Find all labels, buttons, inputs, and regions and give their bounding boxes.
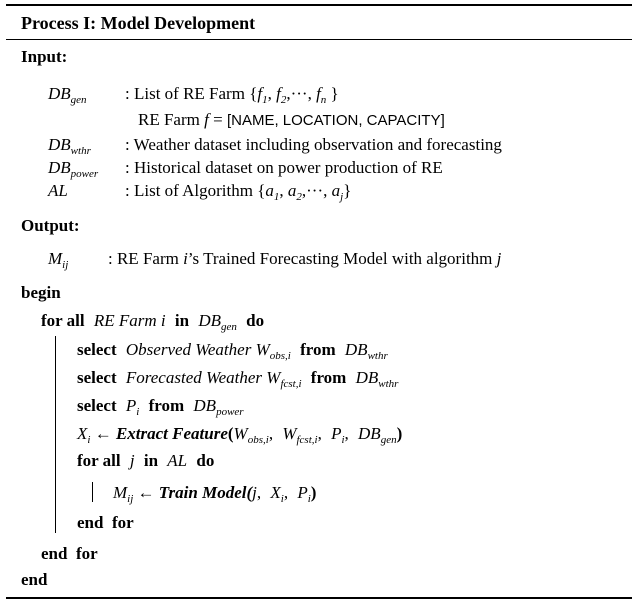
output-label: Output: (21, 216, 80, 235)
input-al-desc: : List of Algorithm {a1, a2,···, aj} (125, 181, 352, 203)
select-power-line: select Pi from DBpower (77, 396, 244, 418)
input-label: Input: (21, 47, 68, 66)
begin-keyword: begin (21, 283, 61, 302)
outer-loop-bar (55, 336, 56, 533)
input-db-power-desc: : Historical dataset on power production… (125, 158, 443, 177)
input-db-wthr-desc: : Weather dataset including observation … (125, 135, 502, 154)
inner-loop-bar (92, 482, 93, 502)
input-db-wthr: DBwthr (48, 135, 91, 157)
inner-for-line: for all j in AL do (77, 451, 215, 470)
input-al: AL (48, 181, 68, 200)
output-desc: : RE Farm i’s Trained Forecasting Model … (108, 249, 502, 268)
input-db-gen-desc: : List of RE Farm {f1, f2,···, fn } (125, 84, 339, 106)
bottom-rule (6, 597, 632, 599)
inner-end-for: end for (77, 513, 134, 532)
select-observed-line: select Observed Weather Wobs,i from DBwt… (77, 340, 388, 362)
title-rule (6, 39, 632, 40)
top-rule (6, 4, 632, 6)
extract-feature-line: Xi ← Extract Feature(Wobs,i, Wfcst,i, Pi… (77, 424, 403, 446)
process-title: Process I: Model Development (21, 13, 256, 33)
end-keyword: end (21, 570, 48, 589)
select-forecasted-line: select Forecasted Weather Wfcst,i from D… (77, 368, 399, 390)
outer-for-line: for all RE Farm i in DBgen do (41, 311, 265, 333)
output-m-ij: Mij (48, 249, 69, 271)
train-model-line: Mij ← Train Model(j, Xi, Pi) (113, 483, 317, 505)
input-farm-definition: RE Farm f = [NAME, LOCATION, CAPACITY] (138, 110, 445, 129)
outer-end-for: end for (41, 544, 98, 563)
input-db-gen: DBgen (48, 84, 87, 106)
input-db-power: DBpower (48, 158, 99, 180)
